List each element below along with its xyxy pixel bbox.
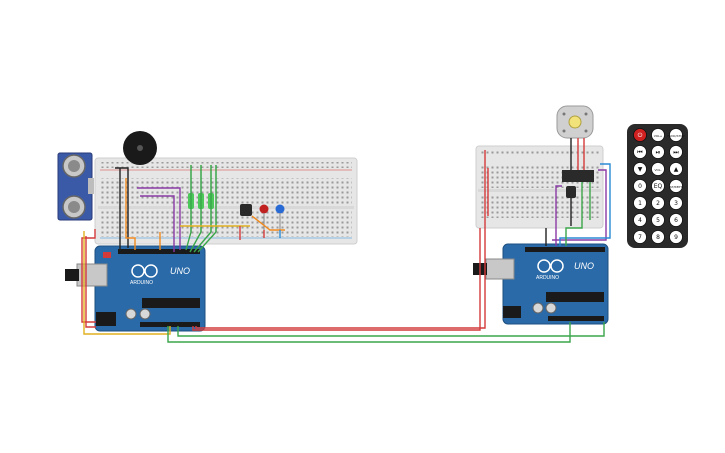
left-arduino[interactable]: UNO ARDUINO <box>65 245 206 332</box>
red-led[interactable] <box>259 204 269 233</box>
remote-button-label: 8 <box>656 234 660 241</box>
remote-button-8[interactable] <box>651 230 665 244</box>
remote-button-0[interactable] <box>633 179 647 193</box>
ir-remote[interactable]: ⏻ VOL+ FUNC/STOP ⏮ ⏯ ⏭ ▼ VOL- ▲ 0 EQ ST/REPT 1 2 3 4 5 6 7… <box>627 124 688 248</box>
remote-button-label: 0 <box>638 183 642 190</box>
remote-button-label: VOL+ <box>654 134 663 138</box>
remote-button-label: 6 <box>674 217 678 224</box>
remote-button-label: ⏮ <box>637 149 643 156</box>
remote-button-func-stop[interactable] <box>669 128 683 142</box>
remote-button-st-rept[interactable] <box>669 179 683 193</box>
remote-button-label: 7 <box>638 234 642 241</box>
remote-button-vol-[interactable] <box>651 162 665 176</box>
remote-button-label: 1 <box>638 200 642 207</box>
remote-button-label: FUNC/STOP <box>667 134 684 138</box>
remote-button-power[interactable] <box>633 128 647 142</box>
piezo-buzzer[interactable] <box>123 131 157 165</box>
blue-led[interactable] <box>275 204 285 233</box>
remote-button-5[interactable] <box>651 213 665 227</box>
remote-button-7[interactable] <box>633 230 647 244</box>
left-arduino-brand: ARDUINO <box>130 280 153 286</box>
left-arduino-logo: UNO <box>170 266 190 276</box>
remote-button-label: ▲ <box>674 166 679 173</box>
remote-button-label: 5 <box>656 217 660 224</box>
remote-button-vol-[interactable] <box>651 128 665 142</box>
remote-button-1[interactable] <box>633 196 647 210</box>
remote-button-label: ⏻ <box>638 132 643 139</box>
remote-button-label: EQ <box>654 183 663 190</box>
remote-button-3[interactable] <box>669 196 683 210</box>
ultrasonic-sensor[interactable] <box>57 152 94 221</box>
ir-receiver[interactable] <box>566 186 576 198</box>
right-arduino[interactable]: UNO ARDUINO <box>473 243 609 325</box>
remote-button-6[interactable] <box>669 213 683 227</box>
remote-button-play[interactable] <box>651 145 665 159</box>
remote-button-4[interactable] <box>633 213 647 227</box>
remote-button-label: ST/REPT <box>670 185 683 189</box>
remote-button-label: 4 <box>638 217 642 224</box>
motor-driver-ic[interactable] <box>562 170 594 182</box>
remote-button-label: 3 <box>674 200 678 207</box>
remote-button-eq[interactable] <box>651 179 665 193</box>
remote-button-up[interactable] <box>669 162 683 176</box>
dc-motor[interactable] <box>556 105 594 139</box>
remote-button-down[interactable] <box>633 162 647 176</box>
remote-button-next[interactable] <box>669 145 683 159</box>
right-arduino-brand: ARDUINO <box>536 275 559 281</box>
remote-button-label: ⏯ <box>656 149 661 156</box>
wires <box>81 138 611 343</box>
remote-button-label: VOL- <box>654 168 661 172</box>
resistors[interactable] <box>188 165 217 232</box>
right-arduino-logo: UNO <box>574 261 594 271</box>
remote-button-label: 2 <box>656 200 660 207</box>
remote-button-label: ▼ <box>638 166 643 173</box>
remote-button-label: ⏭ <box>673 149 679 156</box>
left-breadboard[interactable] <box>94 157 358 245</box>
remote-button-prev[interactable] <box>633 145 647 159</box>
remote-button-2[interactable] <box>651 196 665 210</box>
remote-button-9[interactable] <box>669 230 683 244</box>
left-sensor-chip[interactable] <box>240 204 252 216</box>
remote-button-label: 9 <box>674 234 678 241</box>
